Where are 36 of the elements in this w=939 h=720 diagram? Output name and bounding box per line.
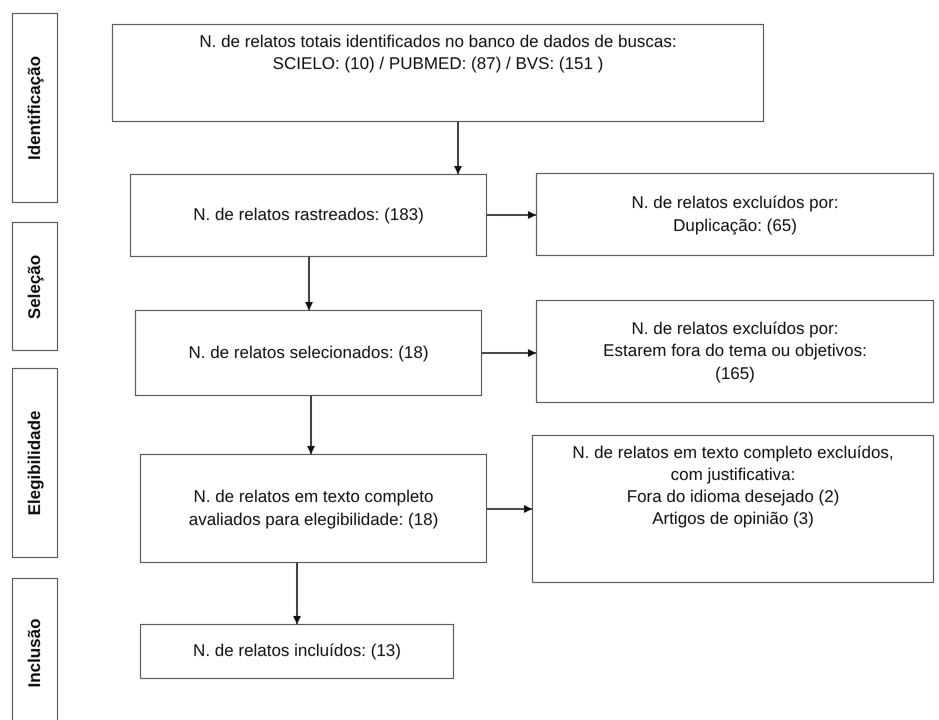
box-text: Fora do idioma desejado (2)	[626, 486, 840, 508]
process-box	[536, 173, 934, 256]
stage-box	[12, 13, 58, 203]
box-text: N. de relatos excluídos por:	[632, 192, 838, 214]
arrow	[487, 211, 536, 219]
arrow	[305, 257, 313, 310]
arrow	[293, 563, 301, 624]
process-box	[135, 310, 482, 396]
box-text: Estarem fora do tema ou objetivos: (165)	[602, 340, 868, 385]
box-text: Duplicação: (65)	[673, 214, 797, 237]
box-text: N. de relatos totais identificados no banco de dados de buscas:	[199, 31, 677, 53]
stage-label: Identificação	[25, 56, 45, 160]
box-text: N. de relatos em texto completo excluídos, com justificativa:	[571, 442, 895, 486]
arrow	[487, 505, 532, 513]
box-text: SCIELO: (10) / PUBMED: (87) / BVS: (151 )	[272, 53, 604, 76]
box-text: N. de relatos selecionados: (18)	[188, 342, 429, 364]
stage-label: Inclusão	[25, 618, 45, 688]
process-box	[112, 24, 764, 122]
process-box	[532, 435, 934, 583]
process-box	[140, 624, 454, 679]
box-text: Artigos de opinião (3)	[652, 508, 814, 530]
box-text: N. de relatos incluídos: (13)	[193, 640, 401, 662]
box-text: N. de relatos rastreados: (183)	[193, 204, 424, 226]
box-text: N. de relatos em texto completo avaliados para elegibilidade: (18)	[188, 486, 440, 530]
arrow	[482, 349, 536, 357]
process-box	[130, 174, 487, 257]
stage-box	[12, 222, 58, 351]
stage-box	[12, 578, 58, 720]
arrow	[454, 122, 462, 174]
process-box	[140, 454, 487, 563]
process-box	[536, 300, 934, 403]
stage-label: Seleção	[25, 254, 45, 319]
arrow	[307, 396, 315, 454]
stage-box	[12, 368, 58, 558]
box-text: N. de relatos excluídos por:	[632, 318, 838, 340]
stage-label: Elegibilidade	[25, 410, 45, 516]
